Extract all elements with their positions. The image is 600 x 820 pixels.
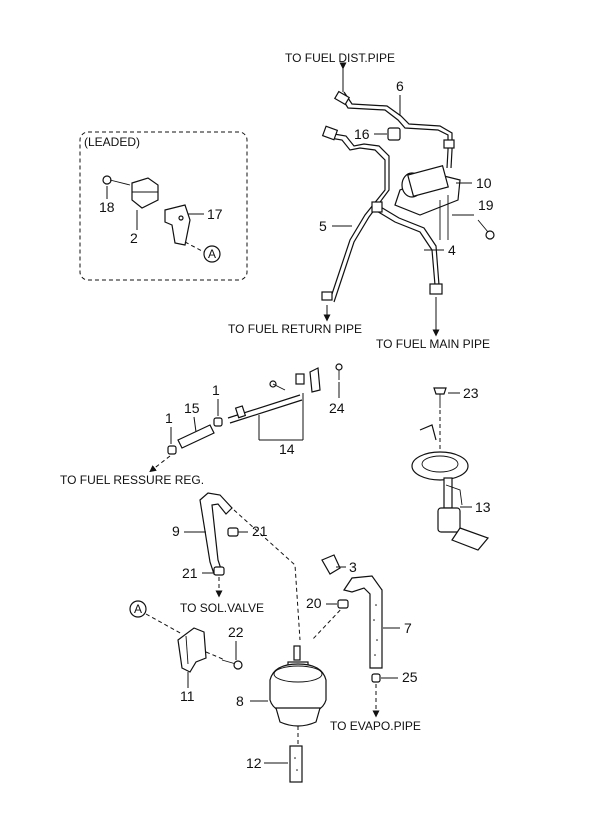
callout-a-top-label: A: [208, 247, 216, 261]
hose-7: [343, 575, 383, 669]
fuel-pump-13: [411, 410, 490, 551]
bolt-18: [102, 175, 131, 186]
to-sol-valve-label: TO SOL.VALVE: [180, 601, 264, 615]
part-number-2: 2: [130, 230, 138, 246]
part-number-3: 3: [349, 559, 357, 575]
part-number-1-upper: 1: [212, 382, 220, 398]
leader-15: [193, 416, 197, 433]
part-number-23: 23: [463, 385, 479, 401]
clamp-1-lower: [167, 445, 177, 455]
part-number-13: 13: [475, 499, 491, 515]
part-number-1-lower: 1: [165, 410, 173, 426]
fuel-filter-assembly-10: [394, 164, 461, 240]
to-fuel-main-label: TO FUEL MAIN PIPE: [376, 337, 490, 351]
bracket-17: [164, 204, 191, 246]
clamp-20: [337, 599, 349, 609]
fuel-pipe-14: [227, 367, 321, 424]
part-number-18: 18: [99, 199, 115, 215]
pipe-12: [289, 726, 303, 783]
canister-8: [269, 645, 327, 727]
to-evapo-label: TO EVAPO.PIPE: [330, 719, 421, 733]
part-number-6: 6: [396, 78, 404, 94]
main-hose-4: [371, 201, 443, 295]
part-number-7: 7: [404, 620, 412, 636]
bolt-22: [221, 659, 243, 670]
bracket-11: [177, 627, 226, 673]
callout-a-bottom-label: A: [134, 602, 142, 616]
bracket-2: [131, 177, 159, 209]
clamp-1-upper: [213, 417, 223, 427]
clamp-21-upper: [227, 527, 239, 537]
part-number-19: 19: [478, 197, 494, 213]
part-number-24: 24: [329, 400, 345, 416]
part-number-17: 17: [207, 206, 223, 222]
clip-3: [321, 554, 341, 575]
fuel-dist-pipe-6: [333, 90, 455, 169]
vapor-hose-9: [199, 492, 233, 575]
leaded-label: (LEADED): [84, 135, 140, 149]
part-number-21-upper: 21: [252, 523, 268, 539]
hose-15: [177, 424, 215, 449]
return-hose-5: [321, 125, 390, 303]
part-number-22: 22: [228, 624, 244, 640]
part-number-20: 20: [306, 595, 322, 611]
part-number-11: 11: [180, 688, 195, 704]
part-number-14: 14: [279, 441, 295, 457]
part-number-8: 8: [236, 693, 244, 709]
bolt-19: [477, 219, 495, 240]
part-number-12: 12: [246, 755, 262, 771]
callout-a-top: A: [184, 241, 221, 263]
to-fuel-dist-label: TO FUEL DIST.PIPE: [285, 51, 395, 65]
part-number-21-lower: 21: [182, 565, 198, 581]
bolt-24: [335, 363, 343, 380]
to-fuel-return-label: TO FUEL RETURN PIPE: [228, 322, 362, 336]
part-number-15: 15: [184, 400, 200, 416]
clamp-21-lower: [213, 566, 225, 576]
part-number-9: 9: [172, 523, 180, 539]
part-number-10: 10: [476, 175, 492, 191]
part-number-4: 4: [448, 242, 456, 258]
screw-23: [433, 387, 447, 408]
clip-16: [387, 127, 401, 141]
part-number-16: 16: [354, 126, 370, 142]
part-number-25: 25: [402, 669, 418, 685]
dash-20-to-8: [311, 604, 346, 641]
part-number-5: 5: [319, 218, 327, 234]
callout-a-bottom: A: [129, 600, 183, 635]
to-fuel-pressure-label: TO FUEL RESSURE REG.: [60, 473, 204, 487]
pressure-reg-arrow: [149, 455, 171, 473]
clamp-25: [371, 673, 381, 683]
